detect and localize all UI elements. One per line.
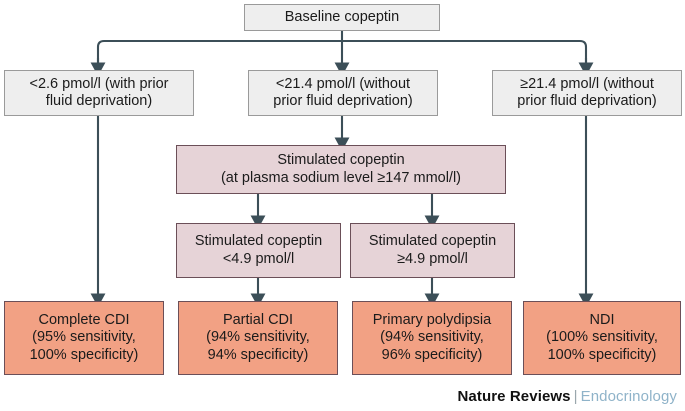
- node-outcome-partial-cdi[interactable]: Partial CDI (94% sensitivity, 94% specif…: [178, 301, 338, 375]
- node-branch-left-line1: <2.6 pmol/l (with prior: [29, 75, 169, 92]
- node-outcome-partial-cdi-line3: 94% specificity): [207, 346, 309, 363]
- node-branch-left[interactable]: <2.6 pmol/l (with prior fluid deprivatio…: [4, 70, 194, 116]
- node-branch-right-line2: prior fluid deprivation): [517, 93, 657, 109]
- node-branch-middle[interactable]: <21.4 pmol/l (without prior fluid depriv…: [248, 70, 438, 116]
- node-outcome-complete-cdi-line1: Complete CDI: [38, 312, 130, 329]
- node-stimulated-copeptin-line2: (at plasma sodium level ≥147 mmol/l): [220, 169, 462, 186]
- node-outcome-complete-cdi[interactable]: Complete CDI (95% sensitivity, 100% spec…: [4, 301, 164, 375]
- node-outcome-primary-polydipsia[interactable]: Primary polydipsia (94% sensitivity, 96%…: [352, 301, 512, 375]
- journal-branding: Nature Reviews|Endocrinology: [458, 388, 678, 405]
- node-stimulated-high-line2: ≥4.9 pmol/l: [397, 250, 468, 267]
- node-stimulated-high-line1: Stimulated copeptin: [368, 233, 497, 250]
- journal-separator: |: [573, 388, 578, 405]
- node-outcome-primary-polydipsia-line3: 96% specificity): [381, 346, 483, 363]
- node-outcome-partial-cdi-line1: Partial CDI: [222, 312, 294, 329]
- node-outcome-primary-polydipsia-line2: (94% sensitivity,: [380, 329, 484, 346]
- node-outcome-ndi-line1: NDI: [589, 312, 615, 329]
- node-outcome-complete-cdi-line3: 100% specificity): [29, 346, 139, 363]
- node-branch-right-line1: ≥21.4 pmol/l (without: [520, 75, 654, 92]
- node-branch-middle-line2: prior fluid deprivation): [273, 93, 413, 109]
- node-stimulated-high[interactable]: Stimulated copeptin ≥4.9 pmol/l: [350, 223, 515, 278]
- node-stimulated-copeptin[interactable]: Stimulated copeptin (at plasma sodium le…: [176, 145, 506, 194]
- node-outcome-primary-polydipsia-line1: Primary polydipsia: [372, 312, 492, 329]
- node-outcome-ndi-line2: (100% sensitivity,: [546, 329, 658, 346]
- node-branch-left-line2: fluid deprivation): [45, 93, 153, 109]
- node-outcome-complete-cdi-line2: (95% sensitivity,: [32, 329, 136, 346]
- node-outcome-partial-cdi-line2: (94% sensitivity,: [206, 329, 310, 346]
- journal-publisher: Nature Reviews: [457, 388, 571, 405]
- journal-name: Endocrinology: [580, 388, 677, 405]
- node-branch-middle-line1: <21.4 pmol/l (without: [275, 75, 411, 92]
- node-baseline-copeptin-line1: Baseline copeptin: [284, 8, 400, 25]
- node-branch-right[interactable]: ≥21.4 pmol/l (without prior fluid depriv…: [492, 70, 682, 116]
- node-stimulated-copeptin-line1: Stimulated copeptin: [277, 152, 405, 169]
- node-stimulated-low-line1: Stimulated copeptin: [194, 233, 323, 250]
- node-outcome-ndi[interactable]: NDI (100% sensitivity, 100% specificity): [523, 301, 681, 375]
- node-stimulated-low[interactable]: Stimulated copeptin <4.9 pmol/l: [176, 223, 341, 278]
- node-stimulated-low-line2: <4.9 pmol/l: [222, 250, 295, 267]
- node-baseline-copeptin[interactable]: Baseline copeptin: [244, 4, 440, 31]
- connector-bus: [96, 39, 588, 70]
- node-outcome-ndi-line3: 100% specificity): [547, 346, 657, 363]
